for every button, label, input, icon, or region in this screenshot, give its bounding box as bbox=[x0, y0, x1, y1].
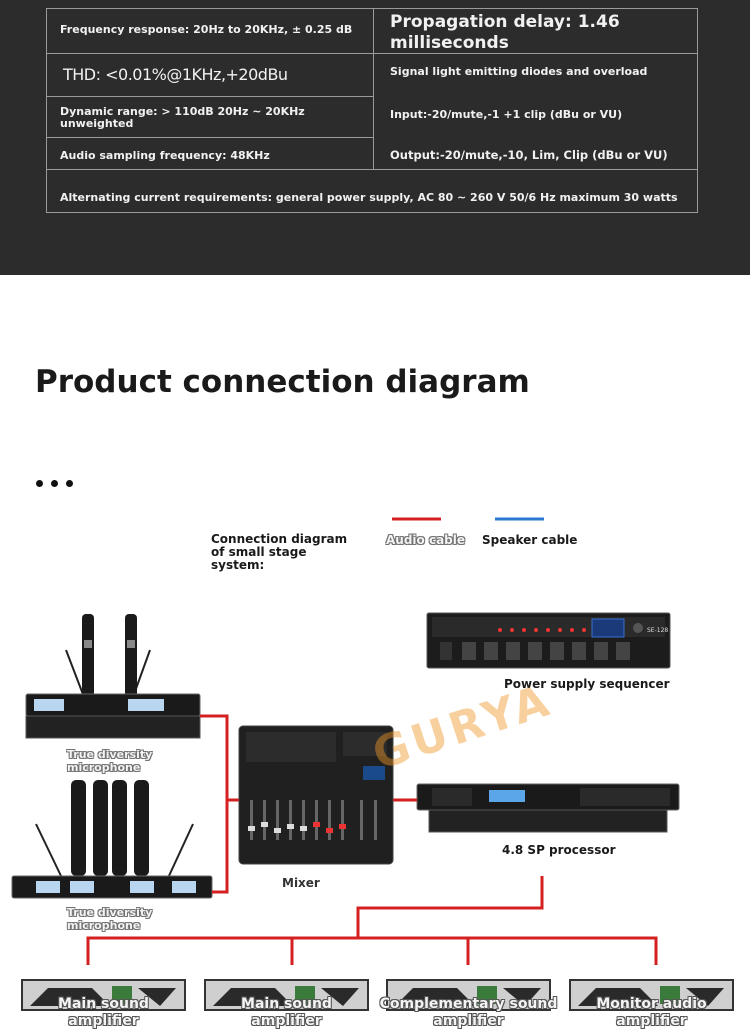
audio-cable-label: Audio cable bbox=[386, 534, 465, 547]
mixer-device bbox=[239, 726, 393, 864]
amplifier-3-label: Complementary sound amplifier bbox=[371, 996, 566, 1030]
processor-device bbox=[417, 784, 679, 832]
microphone-receiver-1 bbox=[26, 614, 200, 738]
microphone-receiver-2 bbox=[12, 780, 212, 898]
diagram-caption: Connection diagram of small stage system… bbox=[211, 533, 361, 572]
amplifier-2-label: Main sound amplifier bbox=[205, 996, 368, 1030]
microphone-2-label: True diversity microphone bbox=[67, 906, 167, 932]
microphone-1-label: True diversity microphone bbox=[67, 748, 167, 774]
amplifier-4-label: Monitor audio amplifier bbox=[570, 996, 733, 1030]
amplifier-1-label: Main sound amplifier bbox=[22, 996, 185, 1030]
power-sequencer-device: SE-128 bbox=[427, 613, 670, 668]
speaker-cable-label: Speaker cable bbox=[482, 534, 577, 547]
sequencer-model-label: SE-128 bbox=[647, 627, 668, 634]
mixer-label: Mixer bbox=[282, 877, 320, 890]
processor-label: 4.8 SP processor bbox=[502, 844, 616, 857]
